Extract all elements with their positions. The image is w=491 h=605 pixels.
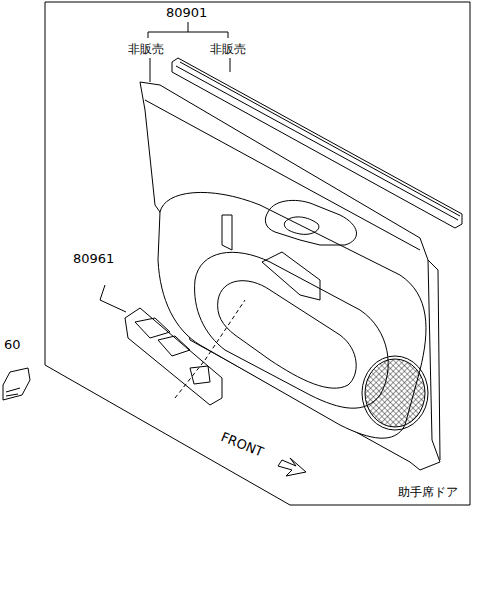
callout-number: 80901 xyxy=(166,6,207,19)
leader-line xyxy=(148,22,228,38)
panel-edge xyxy=(145,100,440,460)
view-label: 助手席ドア xyxy=(398,486,458,498)
panel-bracket xyxy=(222,215,320,300)
switch-part xyxy=(3,368,30,400)
direction-label: FRONT xyxy=(219,430,265,459)
callout-number: 80961 xyxy=(73,252,114,265)
handle-recess xyxy=(265,200,356,245)
callout-number: 60 xyxy=(4,338,21,351)
speaker-grille xyxy=(365,359,425,427)
switch-part-detail xyxy=(6,388,20,396)
speaker-rim xyxy=(362,356,428,430)
note-label: 非販売 xyxy=(128,43,164,55)
armrest-inner xyxy=(195,252,389,408)
front-arrow xyxy=(278,458,306,476)
note-label: 非販売 xyxy=(210,43,246,55)
leader-line xyxy=(100,285,126,312)
dashed-guide xyxy=(205,300,245,360)
switch-buttons xyxy=(135,318,210,384)
frame xyxy=(45,2,470,505)
door-pocket xyxy=(218,281,357,388)
dashed-guide xyxy=(175,360,205,398)
handle xyxy=(284,217,319,234)
window-switch xyxy=(125,308,222,405)
armrest-band xyxy=(158,192,426,438)
door-trim-panel xyxy=(140,82,440,470)
